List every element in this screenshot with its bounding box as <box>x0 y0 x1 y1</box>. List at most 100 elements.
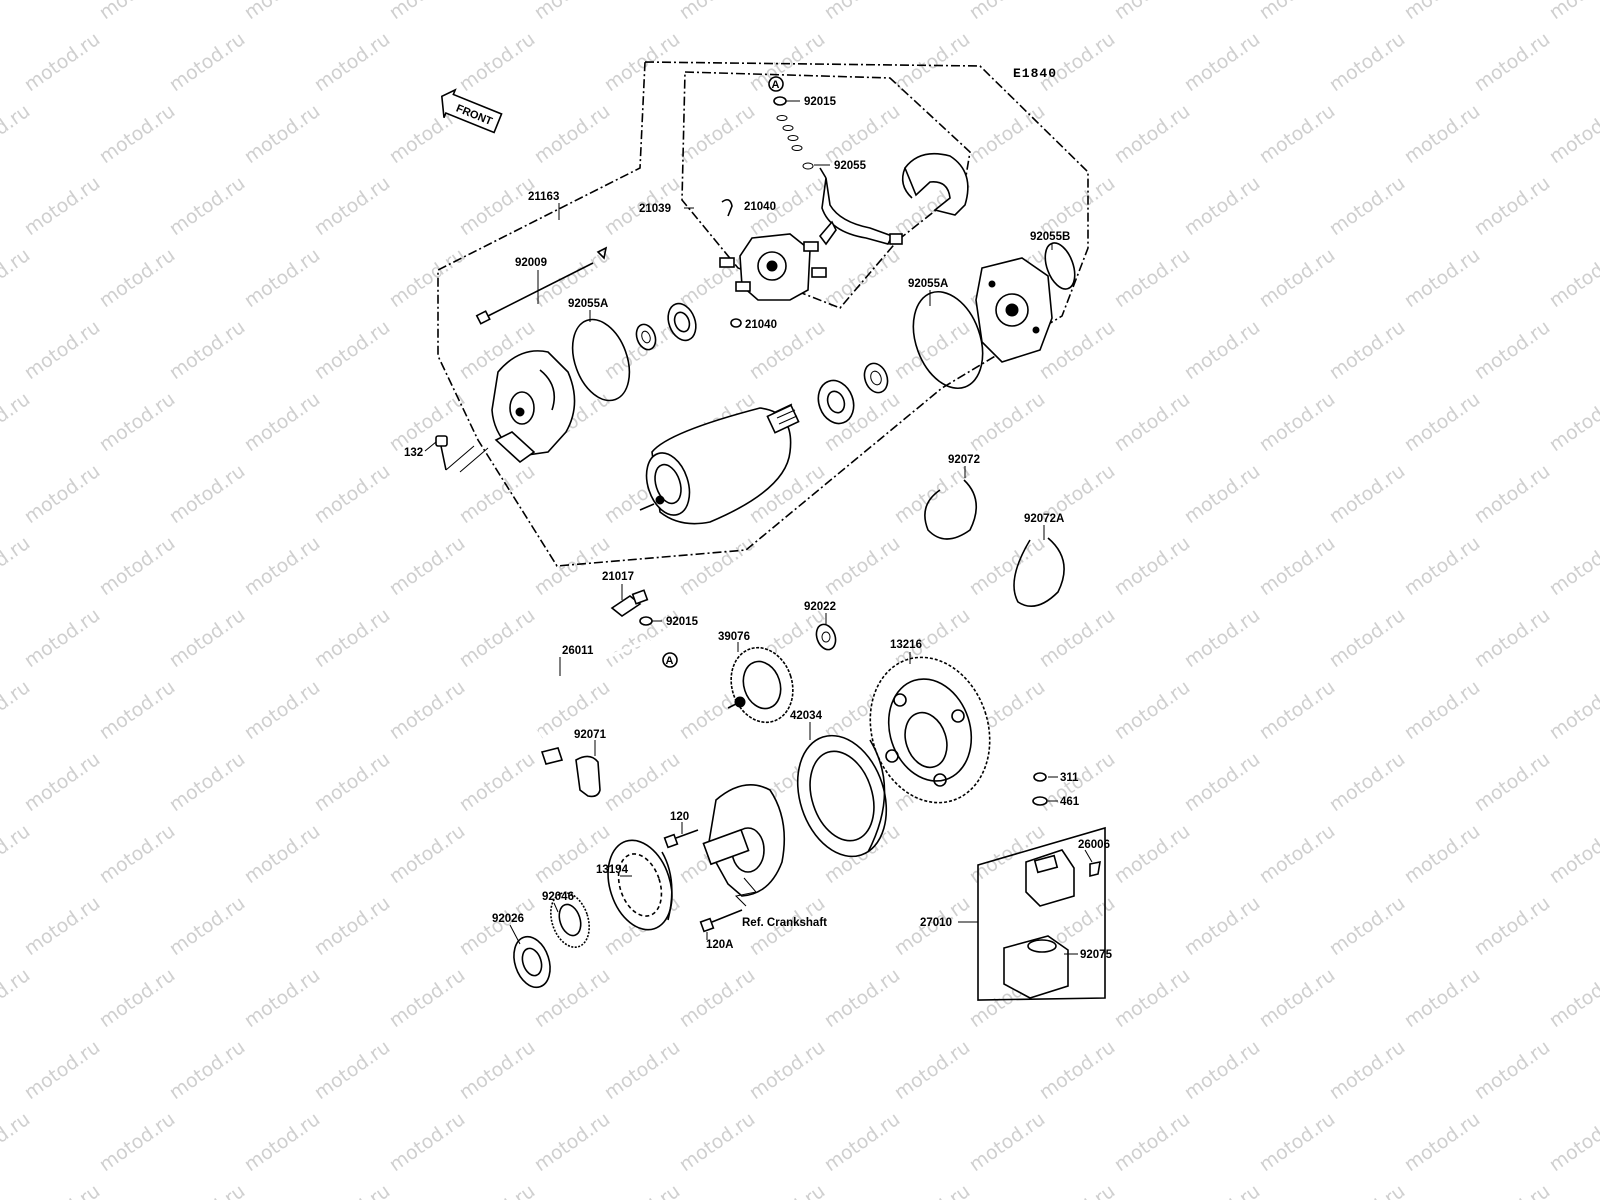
watermark-text: motod.ru <box>1110 532 1194 600</box>
watermark-text: motod.ru <box>20 28 104 96</box>
watermark-text: motod.ru <box>240 244 324 312</box>
watermark-text: motod.ru <box>675 100 759 168</box>
needle-bearing-92046 <box>550 891 590 949</box>
label-92055b: 92055B <box>1030 231 1070 243</box>
watermark-text: motod.ru <box>1470 1180 1554 1200</box>
brush-holder-plate <box>719 233 827 301</box>
watermark-text: motod.ru <box>310 1036 394 1104</box>
watermark-text: motod.ru <box>530 820 614 888</box>
watermark-text: motod.ru <box>455 1036 539 1104</box>
watermark-text: motod.ru <box>890 1180 974 1200</box>
watermark-text: motod.ru <box>965 0 1049 24</box>
clutch-13194 <box>607 839 673 931</box>
watermark-text: motod.ru <box>1400 676 1484 744</box>
nut-311 <box>1033 772 1047 782</box>
watermark-text: motod.ru <box>1325 748 1409 816</box>
part-labels: 21163 21039 92015 92055 21040 21040 9200… <box>404 96 1113 961</box>
watermark-text: motod.ru <box>1110 676 1194 744</box>
label-26011: 26011 <box>562 645 594 657</box>
diagram-code: E1840 <box>1013 66 1057 81</box>
label-132: 132 <box>404 447 423 459</box>
watermark-text: motod.ru <box>0 964 34 1032</box>
washer-92022 <box>815 623 837 651</box>
watermark-text: motod.ru <box>455 28 539 96</box>
watermark-text: motod.ru <box>600 748 684 816</box>
watermark-text: motod.ru <box>890 1036 974 1104</box>
watermark-text: motod.ru <box>600 1180 684 1200</box>
watermark-text: motod.ru <box>95 1108 179 1176</box>
watermark-text: motod.ru <box>240 100 324 168</box>
svg-text:A: A <box>666 655 674 667</box>
cap-92071 <box>575 755 601 798</box>
watermark-text: motod.ru <box>1255 388 1339 456</box>
watermark-text: motod.ru <box>1470 748 1554 816</box>
watermark-text: motod.ru <box>1545 964 1600 1032</box>
nut-92015-mid <box>639 616 653 626</box>
circlip-92072 <box>924 479 977 540</box>
watermark-text: motod.ru <box>675 964 759 1032</box>
watermark-text: motod.ru <box>745 1180 829 1200</box>
watermark-text: motod.ru <box>165 748 249 816</box>
watermark-text: motod.ru <box>1325 1180 1409 1200</box>
watermark-text: motod.ru <box>1255 676 1339 744</box>
watermark-text: motod.ru <box>1255 0 1339 24</box>
watermark-text: motod.ru <box>385 676 469 744</box>
watermark-text: motod.ru <box>1400 244 1484 312</box>
watermark-text: motod.ru <box>890 28 974 96</box>
relay-cover-92075 <box>1003 935 1069 999</box>
watermark-text: motod.ru <box>95 388 179 456</box>
watermark-text: motod.ru <box>1255 1108 1339 1176</box>
label-461: 461 <box>1060 796 1080 808</box>
watermark-text: motod.ru <box>1255 244 1339 312</box>
watermark-text: motod.ru <box>165 1036 249 1104</box>
svg-text:A: A <box>772 79 780 91</box>
watermark-text: motod.ru <box>820 100 904 168</box>
label-92015-mid: 92015 <box>666 616 699 628</box>
bearing-left <box>667 302 697 342</box>
watermark-text: motod.ru <box>1400 388 1484 456</box>
watermark-text: motod.ru <box>455 748 539 816</box>
watermark-text: motod.ru <box>530 0 614 24</box>
watermark-text: motod.ru <box>675 1108 759 1176</box>
end-cover-front <box>491 350 576 464</box>
watermark-text: motod.ru <box>965 100 1049 168</box>
label-92055: 92055 <box>834 160 867 172</box>
brush-bracket <box>818 167 903 246</box>
watermark-text: motod.ru <box>1545 388 1600 456</box>
leader-lines <box>424 203 1093 955</box>
watermark-text: motod.ru <box>1110 964 1194 1032</box>
watermark-text: motod.ru <box>1110 244 1194 312</box>
watermark-text: motod.ru <box>0 532 34 600</box>
watermark-text: motod.ru <box>1470 316 1554 384</box>
label-21040-bot: 21040 <box>745 319 777 331</box>
watermark-text: motod.ru <box>385 964 469 1032</box>
watermark-text: motod.ru <box>1110 100 1194 168</box>
watermark-text: motod.ru <box>310 460 394 528</box>
washer-461 <box>1032 796 1048 806</box>
watermark-text: motod.ru <box>1255 964 1339 1032</box>
watermark-text: motod.ru <box>95 820 179 888</box>
watermark-text: motod.ru <box>165 892 249 960</box>
label-13216: 13216 <box>890 639 922 651</box>
label-21039: 21039 <box>639 203 671 215</box>
callout-a-lower: A <box>662 652 678 668</box>
watermark-text: motod.ru <box>310 316 394 384</box>
watermark-text: motod.ru <box>820 244 904 312</box>
bolt-120a <box>699 909 743 933</box>
watermark-text: motod.ru <box>1180 172 1264 240</box>
watermark-text: motod.ru <box>240 964 324 1032</box>
watermark-text: motod.ru <box>310 1180 394 1200</box>
watermark-text: motod.ru <box>1545 244 1600 312</box>
watermark-text: motod.ru <box>385 532 469 600</box>
watermark-text: motod.ru <box>95 100 179 168</box>
watermark-text: motod.ru <box>95 964 179 1032</box>
watermark-text: motod.ru <box>1470 1036 1554 1104</box>
watermark-text: motod.ru <box>530 1108 614 1176</box>
washer-92026 <box>513 935 551 989</box>
watermark-text: motod.ru <box>1400 100 1484 168</box>
watermark-text: motod.ru <box>0 676 34 744</box>
watermark-text: motod.ru <box>1255 532 1339 600</box>
watermark-text: motod.ru <box>1470 28 1554 96</box>
bearing-right <box>817 362 889 425</box>
label-92075: 92075 <box>1080 949 1113 961</box>
